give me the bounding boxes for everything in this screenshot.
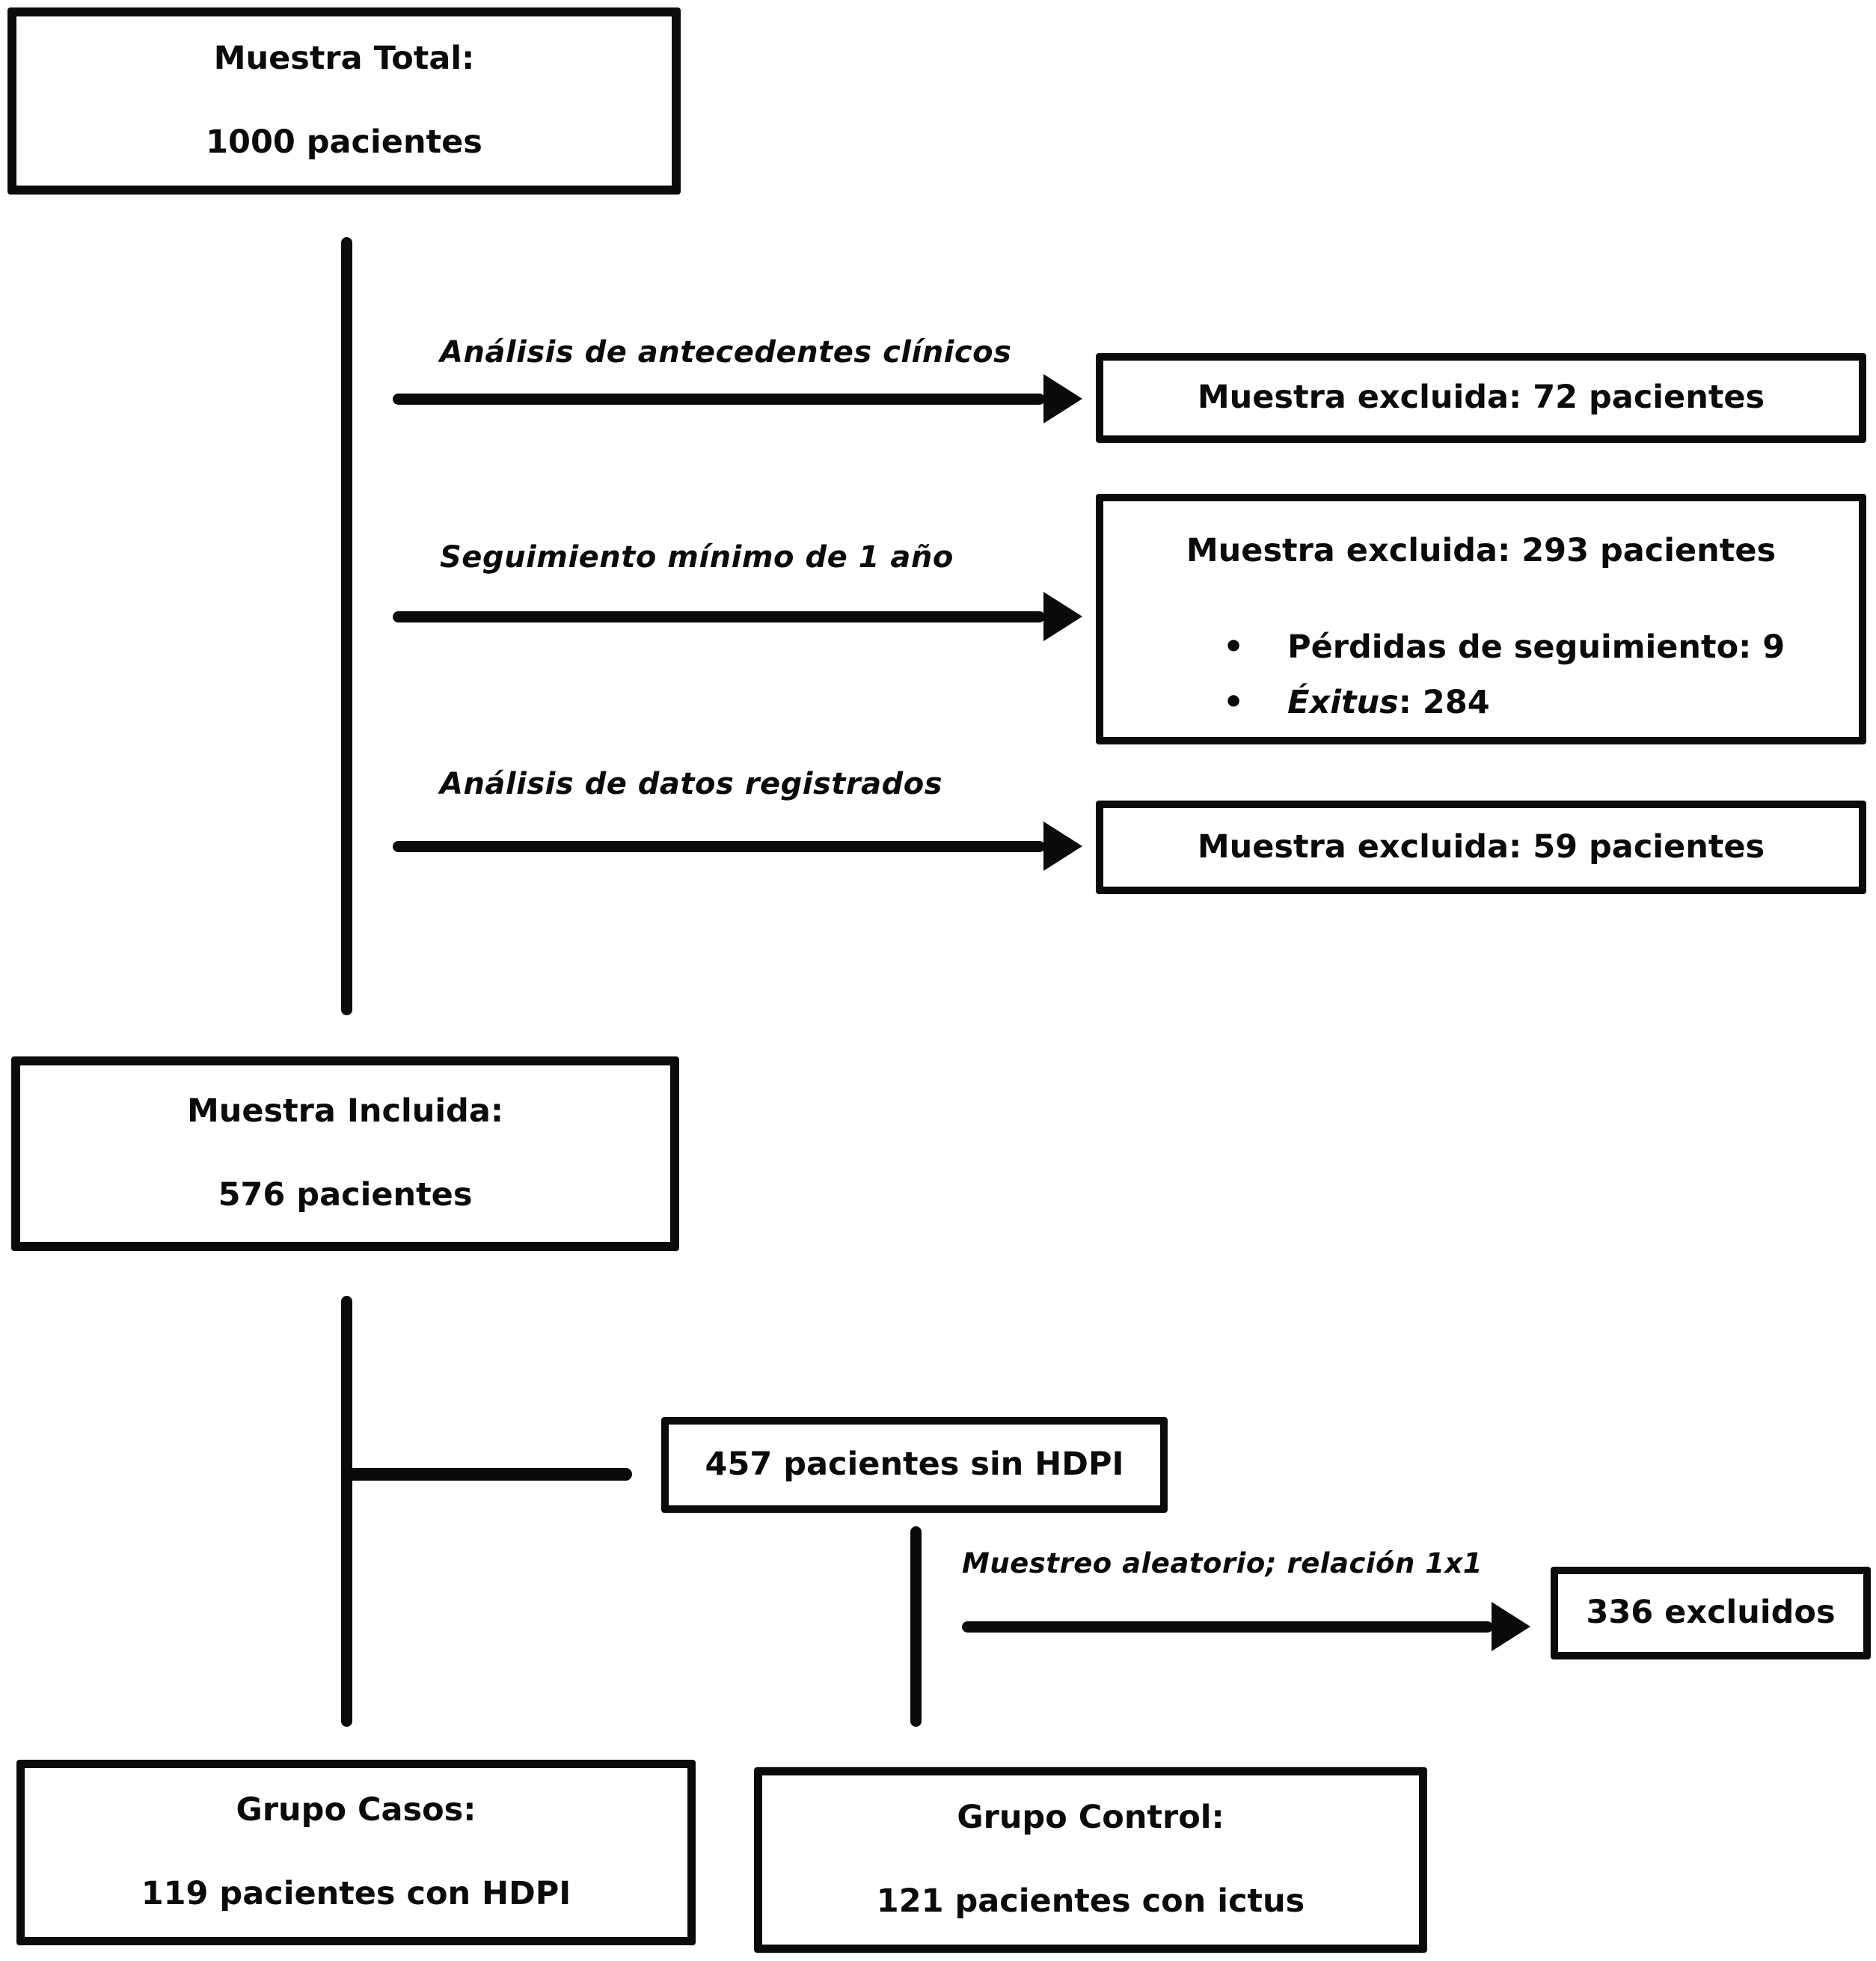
arrow-step3-head <box>1043 822 1082 871</box>
edge-label-step2: Seguimiento mínimo de 1 año <box>440 540 954 575</box>
box-sin-hdpi-text: 457 pacientes sin HDPI <box>705 1445 1124 1484</box>
box-grupo-control: Grupo Control: 121 pacientes con ictus <box>754 1767 1427 1953</box>
bullet-marker-icon: • <box>1223 627 1245 666</box>
connector-below-457 <box>910 1526 922 1727</box>
box-muestra-incluida-title: Muestra Incluida: <box>186 1092 504 1131</box>
box-grupo-casos-title: Grupo Casos: <box>236 1791 476 1829</box>
edge-label-step1: Análisis de antecedentes clínicos <box>440 335 1012 370</box>
box-excluida-59: Muestra excluida: 59 pacientes <box>1096 801 1866 894</box>
arrow-sampling-shaft <box>962 1621 1493 1633</box>
connector-trunk-upper <box>341 237 352 1015</box>
connector-trunk-lower <box>341 1296 352 1727</box>
box-336-excluidos-text: 336 excluidos <box>1586 1594 1836 1632</box>
box-muestra-total-title: Muestra Total: <box>213 40 475 78</box>
box-excluida-293: Muestra excluida: 293 pacientes • Pérdid… <box>1096 494 1866 744</box>
arrow-step2-shaft <box>393 611 1045 622</box>
arrow-step1-head <box>1043 374 1082 423</box>
connector-branch-457 <box>346 1468 632 1481</box>
box-excluida-59-text: Muestra excluida: 59 pacientes <box>1197 827 1765 866</box>
box-grupo-control-count: 121 pacientes con ictus <box>876 1882 1305 1920</box>
arrow-step3-shaft <box>393 841 1045 852</box>
box-muestra-incluida-count: 576 pacientes <box>218 1176 473 1214</box>
bullet-exitus-value: : 284 <box>1398 683 1490 721</box>
bullet-marker-icon: • <box>1223 682 1245 721</box>
box-grupo-control-title: Grupo Control: <box>957 1799 1224 1837</box>
bullet-perdidas-text: Pérdidas de seguimiento: 9 <box>1287 628 1785 666</box>
bullet-perdidas: • Pérdidas de seguimiento: 9 <box>1223 625 1844 669</box>
box-muestra-incluida: Muestra Incluida: 576 pacientes <box>11 1056 679 1251</box>
arrow-step2-head <box>1043 592 1082 641</box>
box-sin-hdpi: 457 pacientes sin HDPI <box>661 1417 1168 1513</box>
edge-label-step3: Análisis de datos registrados <box>440 767 943 801</box>
bullet-exitus: • Éxitus: 284 <box>1223 681 1844 724</box>
edge-label-sampling: Muestreo aleatorio; relación 1x1 <box>962 1547 1483 1579</box>
box-grupo-casos-count: 119 pacientes con HDPI <box>141 1875 571 1912</box>
arrow-sampling-head <box>1492 1602 1530 1651</box>
bullet-exitus-term: Éxitus <box>1287 683 1399 721</box>
arrow-step1-shaft <box>393 394 1045 405</box>
box-excluida-293-title: Muestra excluida: 293 pacientes <box>1186 532 1777 569</box>
box-muestra-total-count: 1000 pacientes <box>206 123 482 161</box>
bullet-exitus-text: Éxitus: 284 <box>1287 682 1490 724</box>
box-excluida-72-text: Muestra excluida: 72 pacientes <box>1197 379 1765 417</box>
box-muestra-total: Muestra Total: 1000 pacientes <box>7 7 681 195</box>
box-336-excluidos: 336 excluidos <box>1551 1567 1871 1659</box>
box-grupo-casos: Grupo Casos: 119 pacientes con HDPI <box>16 1760 696 1945</box>
box-excluida-72: Muestra excluida: 72 pacientes <box>1096 353 1866 443</box>
